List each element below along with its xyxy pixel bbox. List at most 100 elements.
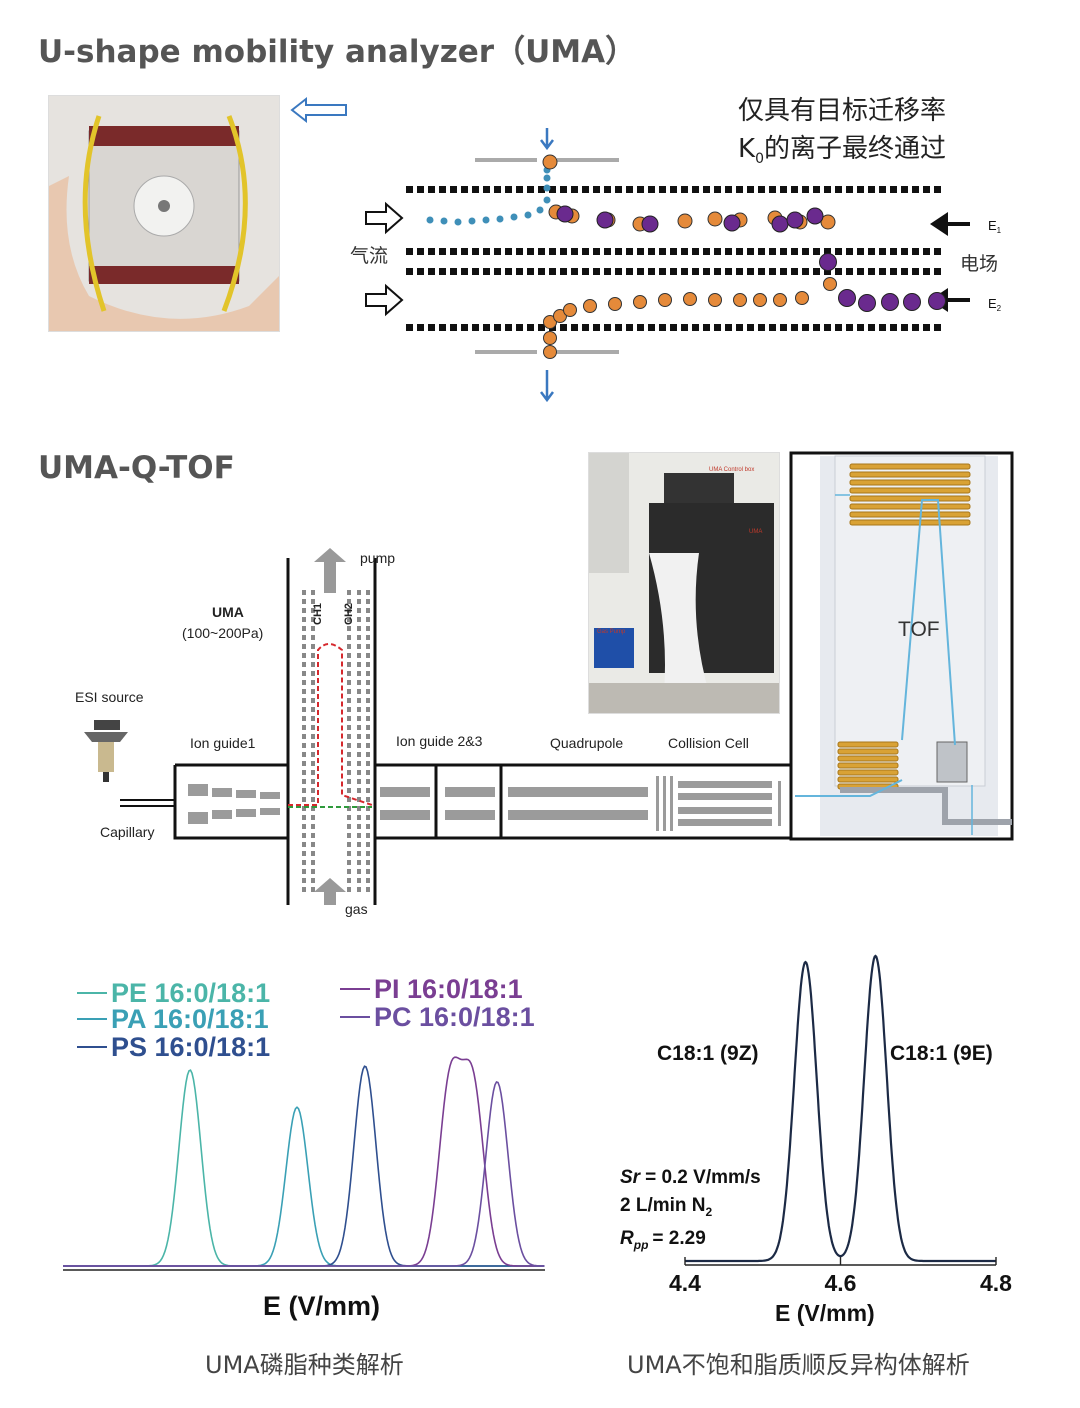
ion-dot xyxy=(524,211,532,219)
uma-electrode xyxy=(347,698,351,703)
ion-dot xyxy=(543,196,551,204)
uma-electrode xyxy=(347,752,351,757)
electrode xyxy=(791,186,798,193)
electrode xyxy=(934,248,941,255)
ion-dot xyxy=(454,218,462,226)
uma-electrode xyxy=(311,698,315,703)
uma-electrode xyxy=(347,734,351,739)
electrode xyxy=(670,268,677,275)
electrode xyxy=(461,186,468,193)
uma-electrode xyxy=(357,806,361,811)
electrode xyxy=(439,268,446,275)
uma-electrode xyxy=(357,716,361,721)
uma-electrode xyxy=(302,797,306,802)
electrode xyxy=(593,268,600,275)
uma-electrode xyxy=(366,725,370,730)
uma-electrode xyxy=(311,833,315,838)
bottom-slit-left xyxy=(475,350,537,354)
uma-electrode xyxy=(311,815,315,820)
ion-purple xyxy=(771,215,789,233)
peak-label-9e: C18:1 (9E) xyxy=(890,1042,993,1065)
electrode xyxy=(747,324,754,331)
uma-electrode xyxy=(366,635,370,640)
uma-electrode xyxy=(366,851,370,856)
uma-schematic: 气流 电场 E1 E2 xyxy=(350,128,1002,403)
electrode xyxy=(670,186,677,193)
uma-electrode xyxy=(302,599,306,604)
outlet-down-arrow-icon xyxy=(540,370,554,403)
uma-electrode xyxy=(302,815,306,820)
uma-electrode xyxy=(302,716,306,721)
uma-electrode xyxy=(366,689,370,694)
uma-electrode xyxy=(357,770,361,775)
x-axis-label: E (V/mm) xyxy=(263,1291,380,1321)
electrode xyxy=(406,324,413,331)
electrode xyxy=(637,186,644,193)
uma-electrode xyxy=(366,869,370,874)
uma-electrode xyxy=(302,644,306,649)
electrode xyxy=(912,186,919,193)
electrode xyxy=(692,268,699,275)
photo-label-uma: UMA xyxy=(749,529,762,535)
electrode xyxy=(483,268,490,275)
series-line xyxy=(63,1065,545,1267)
uma-electrode xyxy=(347,743,351,748)
ion-detector xyxy=(936,741,968,783)
uma-electrode xyxy=(357,869,361,874)
electrode xyxy=(912,268,919,275)
uma-electrode xyxy=(366,752,370,757)
electrode xyxy=(692,186,699,193)
electrode xyxy=(802,248,809,255)
e-field-label: 电场 xyxy=(960,253,998,275)
uma-electrode xyxy=(311,788,315,793)
uma-electrode xyxy=(302,860,306,865)
uma-electrode xyxy=(311,734,315,739)
electrode xyxy=(670,324,677,331)
uma-electrode xyxy=(347,680,351,685)
electrode xyxy=(538,248,545,255)
electrode xyxy=(450,186,457,193)
phospholipid-chart: PE 16:0/18:1PA 16:0/18:1PS 16:0/18:1PI 1… xyxy=(63,974,545,1321)
electrode xyxy=(813,186,820,193)
electrode xyxy=(780,324,787,331)
uma-section-title: U-shape mobility analyzer（UMA） xyxy=(38,34,637,70)
electrode xyxy=(846,186,853,193)
electrode xyxy=(406,248,413,255)
uma-electrode xyxy=(357,608,361,613)
gas-arrow-icon xyxy=(314,878,346,905)
electrode xyxy=(615,268,622,275)
ion-dot xyxy=(543,184,551,192)
electrode xyxy=(659,268,666,275)
electrode xyxy=(406,268,413,275)
uma-electrode xyxy=(357,734,361,739)
ion-orange xyxy=(542,154,558,170)
electrode xyxy=(758,324,765,331)
electrode xyxy=(791,248,798,255)
uma-electrode xyxy=(311,824,315,829)
electrode xyxy=(769,324,776,331)
uma-electrode xyxy=(366,833,370,838)
electrode xyxy=(615,324,622,331)
electrode xyxy=(780,186,787,193)
electrode xyxy=(582,248,589,255)
uma-electrode xyxy=(366,842,370,847)
uma-electrode xyxy=(302,869,306,874)
uma-electrode xyxy=(347,770,351,775)
uma-electrode xyxy=(357,590,361,595)
electrode xyxy=(934,268,941,275)
ion-orange xyxy=(608,297,622,311)
uma-electrode xyxy=(347,851,351,856)
uma-electrode xyxy=(311,608,315,613)
uma-electrode xyxy=(302,671,306,676)
ch1-label: CH1 xyxy=(312,603,324,625)
legend-entry: PI 16:0/18:1 xyxy=(374,974,523,1004)
ion-purple xyxy=(723,214,741,232)
legend-entry: PS 16:0/18:1 xyxy=(111,1032,270,1062)
quadrupole-rods xyxy=(508,787,648,820)
uma-electrode xyxy=(366,716,370,721)
electrode xyxy=(505,324,512,331)
detector-rings xyxy=(837,741,899,790)
electrode xyxy=(890,324,897,331)
electrode xyxy=(714,268,721,275)
